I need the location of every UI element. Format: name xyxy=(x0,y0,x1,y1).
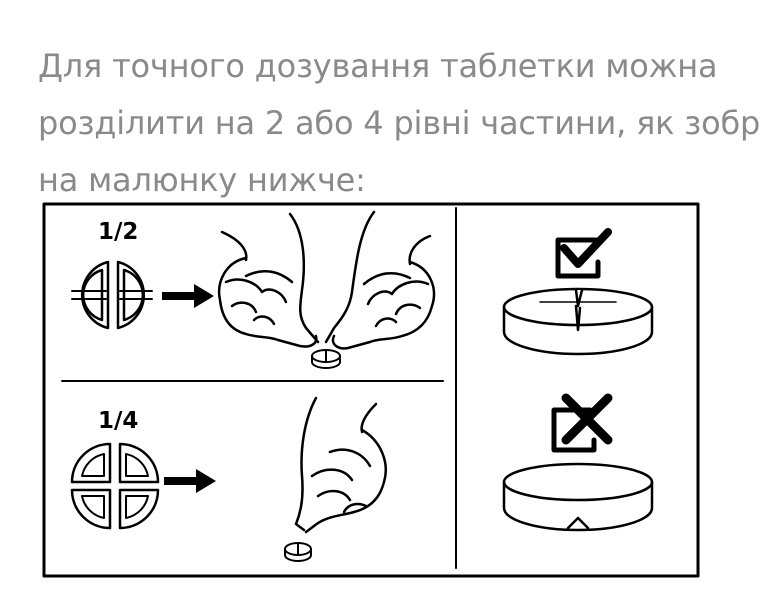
small-tablet-icon xyxy=(284,542,312,562)
cross-icon xyxy=(551,393,613,453)
tablet-splitting-illustration: 1/2 1/4 xyxy=(42,202,700,578)
tablet-scored-bottom-icon xyxy=(502,462,654,532)
arrow-right-icon xyxy=(162,284,214,308)
half-tablet-icon xyxy=(71,260,153,330)
small-tablet-icon xyxy=(311,349,341,369)
arrow-right-icon xyxy=(164,469,216,493)
check-icon xyxy=(555,228,612,279)
single-hand-breaking-icon xyxy=(294,396,387,534)
paragraph-line-3: на малюнку нижче: xyxy=(38,161,366,199)
illustration-frame xyxy=(42,202,700,578)
paragraph-line-2: розділити на 2 або 4 рівні частини, як з… xyxy=(38,104,760,142)
quarter-tablet-icon xyxy=(70,442,160,530)
instruction-paragraph: Для точного дозування таблетки можна роз… xyxy=(38,38,760,209)
paragraph-line-1: Для точного дозування таблетки можна xyxy=(38,47,718,85)
tablet-scored-top-icon xyxy=(502,287,654,356)
quarter-label: 1/4 xyxy=(98,408,138,434)
two-hands-breaking-icon xyxy=(217,210,436,350)
half-label: 1/2 xyxy=(98,219,138,245)
article: Для точного дозування таблетки можна роз… xyxy=(38,38,760,578)
